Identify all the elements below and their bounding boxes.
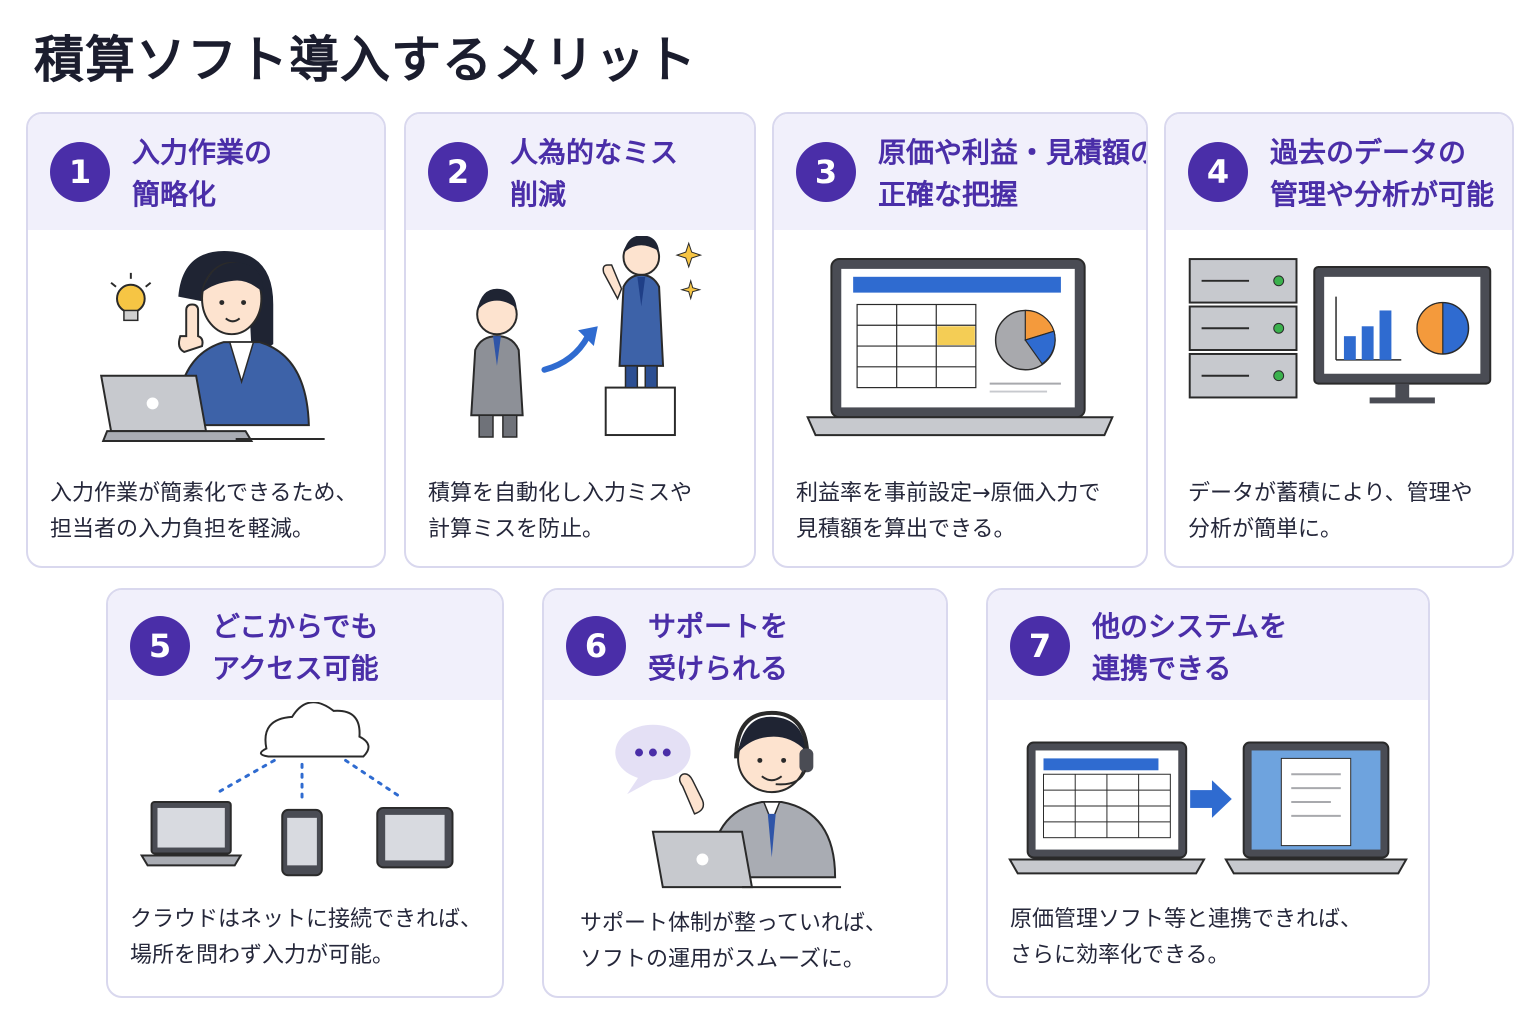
card-description: 原価管理ソフト等と連携できれば、 さらに効率化できる。: [1010, 907, 1363, 968]
merit-card-4: 4 過去のデータの 管理や分析が可能: [1164, 112, 1514, 568]
merit-card-5: 5 どこからでも アクセス可能: [106, 588, 504, 998]
merit-card-7: 7 他のシステムを 連携できる: [986, 588, 1430, 998]
smartphone-icon: [281, 808, 323, 877]
merit-card-6: 6 サポートを 受けられる: [542, 588, 948, 998]
merit-card-2: 2 人為的なミス 削減: [404, 112, 756, 568]
number-badge: 5: [130, 616, 190, 676]
card-description: クラウドはネットに接続できれば、 場所を問わず入力が可能。: [130, 907, 483, 968]
card-title: 原価や利益・見積額の 正確な把握: [878, 136, 1148, 211]
card-description: 積算を自動化し入力ミスや 計算ミスを防止。: [428, 481, 693, 542]
merit-card-3: 3 原価や利益・見積額の 正確な把握 利益率を事前: [772, 112, 1148, 568]
laptop-icon: [139, 801, 243, 867]
support-operator-headset-icon: [544, 702, 946, 902]
number-badge: 1: [50, 142, 110, 202]
woman-with-laptop-and-lightbulb-icon: [28, 236, 384, 466]
number-badge: 2: [428, 142, 488, 202]
businessman-stepping-up-icon: [406, 236, 754, 466]
laptop-spreadsheet-pie-chart-icon: [774, 236, 1146, 466]
tablet-icon: [376, 806, 454, 869]
cloud-devices-icon: [108, 702, 502, 902]
lightbulb-icon: [110, 272, 152, 322]
laptop-document-icon: [1224, 741, 1408, 875]
number-badge: 3: [796, 142, 856, 202]
number-badge: 6: [566, 616, 626, 676]
card-description: データが蓄積により、管理や 分析が簡単に。: [1188, 481, 1473, 542]
number-badge: 7: [1010, 616, 1070, 676]
speech-bubble-icon: [615, 724, 691, 795]
card-title: 過去のデータの 管理や分析が可能: [1270, 136, 1495, 211]
arrow-right-icon: [1190, 780, 1232, 818]
page-title: 積算ソフト導入するメリット: [34, 31, 697, 89]
card-title: 他のシステムを 連携できる: [1092, 610, 1288, 685]
server-and-monitor-chart-icon: [1166, 236, 1512, 466]
laptops-data-transfer-icon: [988, 702, 1428, 902]
card-title: 入力作業の 簡略化: [132, 136, 273, 211]
monitor-icon: [1313, 265, 1492, 404]
card-description: 利益率を事前設定→原価入力で 見積額を算出できる。: [796, 481, 1101, 542]
card-title: 人為的なミス 削減: [510, 136, 679, 211]
laptop-spreadsheet-icon: [1008, 741, 1206, 875]
card-title: サポートを 受けられる: [648, 610, 789, 685]
server-icon: [1188, 258, 1298, 399]
merit-card-1: 1 入力作業の 簡略化: [26, 112, 386, 568]
card-description: 入力作業が簡素化できるため、 担当者の入力負担を軽減。: [50, 481, 358, 542]
card-description: サポート体制が整っていれば、 ソフトの運用がスムーズに。: [580, 911, 887, 972]
card-title: どこからでも アクセス可能: [212, 610, 379, 685]
number-badge: 4: [1188, 142, 1248, 202]
